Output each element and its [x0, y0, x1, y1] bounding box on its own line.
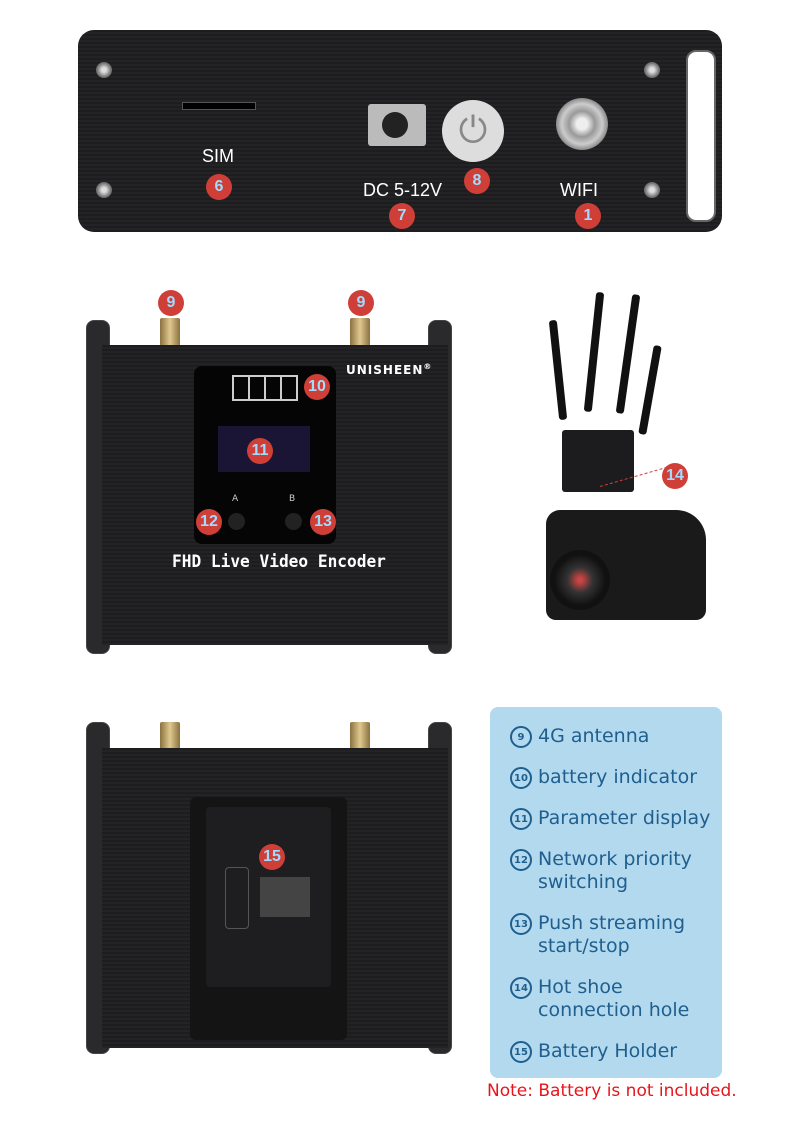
badge-hot-shoe: 14	[662, 463, 688, 489]
legend-item: 13 Push streaming start/stop	[510, 912, 712, 958]
power-button: ⏻	[442, 100, 504, 162]
legend-text: Hot shoe connection hole	[538, 976, 690, 1021]
legend-text: Parameter display	[538, 807, 711, 829]
legend-item: 10 battery indicator	[510, 766, 712, 789]
sim-slot	[182, 102, 256, 110]
legend-number: 14	[510, 977, 532, 999]
legend-text: Network priority switching	[538, 848, 692, 893]
screw-icon	[644, 182, 660, 198]
legend-item: 11 Parameter display	[510, 807, 712, 830]
antenna	[548, 319, 568, 421]
button-b	[285, 513, 302, 530]
badge-display: 11	[247, 438, 273, 464]
legend-text: battery indicator	[538, 766, 698, 788]
legend-item: 12 Network priority switching	[510, 848, 712, 894]
wifi-label: WIFI	[560, 180, 598, 200]
legend-text: Battery Holder	[538, 1040, 678, 1062]
battery-note: Note: Battery is not included.	[487, 1081, 737, 1101]
dc-label: DC 5-12V	[363, 180, 443, 200]
antenna-connector	[350, 318, 370, 346]
button-a	[228, 513, 245, 530]
antenna-connector	[350, 722, 370, 750]
legend-box: 9 4G antenna 10 battery indicator 11 Parame…	[490, 707, 722, 1078]
legend-number: 12	[510, 849, 532, 871]
wifi-connector	[556, 98, 608, 150]
screw-icon	[644, 62, 660, 78]
legend-number: 11	[510, 808, 532, 830]
legend-item: 9 4G antenna	[510, 725, 712, 748]
badge-antenna-left: 9	[158, 290, 184, 316]
screw-icon	[96, 62, 112, 78]
antenna-connector	[160, 318, 180, 346]
legend-number: 13	[510, 913, 532, 935]
dc-port	[368, 104, 426, 146]
button-b-label: B	[289, 494, 296, 504]
legend-number: 15	[510, 1041, 532, 1063]
badge-dc: 7	[389, 203, 415, 229]
legend-number: 10	[510, 767, 532, 789]
product-name: FHD Live Video Encoder	[172, 552, 386, 572]
badge-wifi: 1	[575, 203, 601, 229]
legend-text: Push streaming start/stop	[538, 912, 686, 957]
registered-mark: ®	[423, 362, 433, 371]
badge-button-a: 12	[196, 509, 222, 535]
sim-label: SIM	[202, 146, 235, 166]
screw-icon	[96, 182, 112, 198]
brand-logo: UNISHEEN®	[346, 362, 432, 377]
battery-icon	[232, 375, 298, 401]
legend-number: 9	[510, 726, 532, 748]
badge-sim: 6	[206, 174, 232, 200]
legend-text: 4G antenna	[538, 725, 650, 747]
mini-encoder	[562, 430, 634, 492]
camcorder	[546, 510, 706, 620]
antenna	[638, 344, 662, 436]
brand-text: UNISHEEN	[346, 363, 424, 377]
badge-antenna-right: 9	[348, 290, 374, 316]
battery-holder	[190, 797, 347, 1040]
button-a-label: A	[232, 494, 239, 504]
badge-power: 8	[464, 168, 490, 194]
camera-scene-image	[540, 290, 720, 640]
antenna	[615, 294, 641, 414]
badge-button-b: 13	[310, 509, 336, 535]
legend-item: 15 Battery Holder	[510, 1040, 712, 1063]
legend-item: 14 Hot shoe connection hole	[510, 976, 712, 1022]
top-panel: ⏻ SIM DC 5-12V WIFI	[78, 30, 722, 232]
side-bracket	[686, 50, 716, 222]
antenna	[583, 291, 605, 413]
badge-battery: 10	[304, 374, 330, 400]
badge-battery-holder: 15	[259, 844, 285, 870]
antenna-connector	[160, 722, 180, 750]
